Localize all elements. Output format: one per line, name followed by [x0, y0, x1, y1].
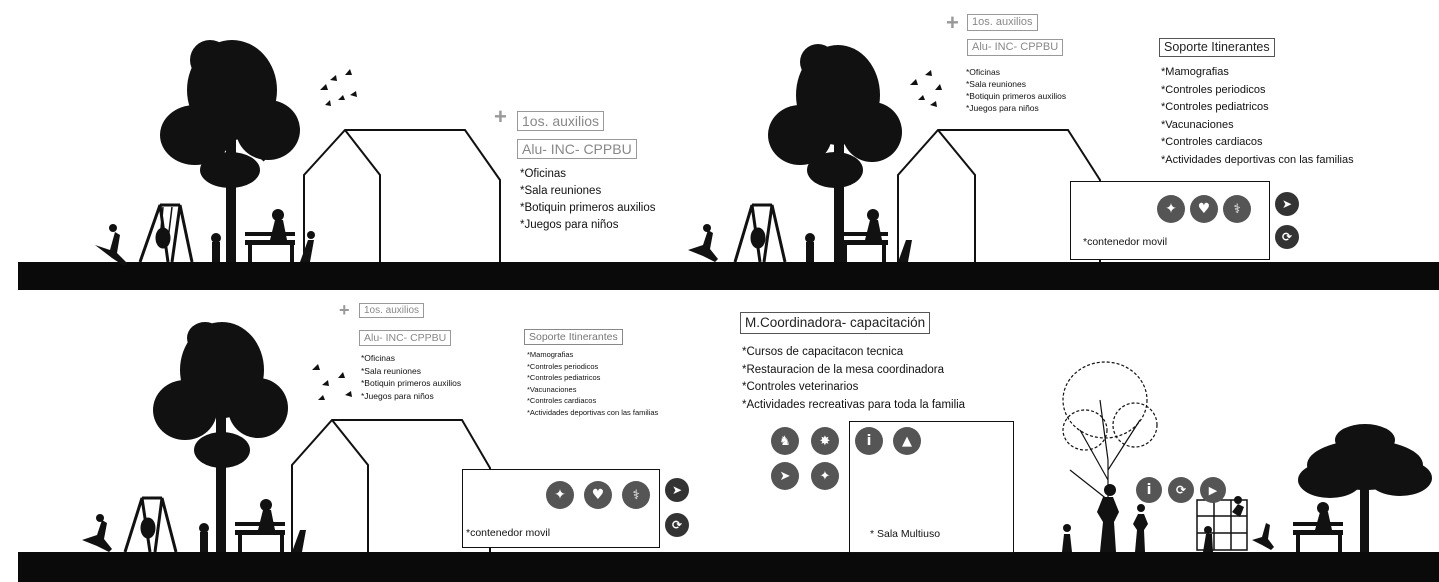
container-label: *contenedor movil — [466, 527, 551, 539]
swing-set — [733, 203, 787, 263]
play-icon: ▶ — [1200, 477, 1226, 503]
tree-silhouette — [153, 322, 288, 552]
scene1-title-alu: Alu- INC- CPPBU — [517, 139, 637, 159]
plus-icon: + — [494, 104, 507, 129]
dog-icon: ✸ — [811, 427, 839, 455]
walk-icon: ➤ — [771, 462, 799, 490]
bike-icon: ⟳ — [665, 513, 689, 537]
run-icon: ✦ — [1157, 195, 1185, 223]
list-item: *Juegos para niños — [966, 103, 1039, 113]
stethoscope-icon: ⚕ — [622, 481, 650, 509]
run-icon: ✦ — [546, 481, 574, 509]
list-item: *Actividades recreativas para toda la fa… — [742, 398, 966, 411]
list-item: *Sala reuniones — [520, 185, 602, 197]
house-outline — [303, 129, 501, 262]
ground-bottom — [18, 552, 1439, 582]
scene3-title-auxilios: 1os. auxilios — [359, 303, 425, 318]
cycle-icon: ⟳ — [1168, 477, 1194, 503]
house-outline — [291, 419, 491, 552]
list-item: *Oficinas — [361, 353, 396, 363]
list-item: *Cursos de capacitacon tecnica — [742, 346, 904, 358]
list-item: *Actividades deportivas con las familias — [527, 407, 659, 417]
scene1-list: *Oficinas *Sala reuniones *Botiquin prim… — [520, 166, 656, 234]
list-item: *Oficinas — [520, 168, 567, 180]
list-item: *Botiquin primeros auxilios — [361, 378, 462, 388]
plus-icon: + — [946, 10, 959, 35]
climbing-frame — [1196, 499, 1248, 551]
sala-multiuso-label: * Sala Multiuso — [870, 528, 941, 540]
list-item: *Controles veterinarios — [742, 381, 859, 393]
scene3-list: *Oficinas *Sala reuniones *Botiquin prim… — [361, 352, 461, 402]
list-item: *Mamografias — [1161, 66, 1229, 78]
list-item: *Controles cardiacos — [1161, 136, 1263, 148]
flame-icon: ▲ — [893, 427, 921, 455]
birds — [312, 364, 352, 400]
walk-icon: ➤ — [1275, 192, 1299, 216]
list-item: *Restauracion de la mesa coordinadora — [742, 363, 945, 376]
stethoscope-icon: ⚕ — [1223, 195, 1251, 223]
container-label: *contenedor movil — [1083, 236, 1168, 248]
scene1-title-auxilios: 1os. auxilios — [517, 111, 605, 131]
list-item: *Sala reuniones — [966, 79, 1027, 89]
birds — [910, 70, 942, 107]
list-item: *Actividades deportivas con las familias — [1161, 153, 1354, 166]
list-item: *Vacunaciones — [1161, 118, 1234, 131]
horse-icon: ♞ — [771, 427, 799, 455]
scene2-list: *Oficinas *Sala reuniones *Botiquin prim… — [966, 66, 1066, 114]
list-item: *Sala reuniones — [361, 365, 422, 376]
scene4-title: M.Coordinadora- capacitación — [740, 312, 931, 334]
list-item: *Vacunaciones — [527, 384, 577, 394]
bike-icon: ⟳ — [1275, 225, 1299, 249]
scene2-soporte-title: Soporte Itinerantes — [1159, 38, 1275, 57]
scene2-title-auxilios: 1os. auxilios — [967, 14, 1038, 31]
kid-figure — [95, 224, 127, 266]
scene2-soporte-list: *Mamografias *Controles periodicos *Cont… — [1161, 64, 1354, 169]
plus-icon: + — [339, 300, 350, 320]
scene3-soporte-title: Soporte Itinerantes — [524, 329, 623, 345]
list-item: *Botiquin primeros auxilios — [520, 202, 656, 214]
list-item: *Botiquin primeros auxilios — [966, 91, 1067, 101]
list-item: *Juegos para niños — [520, 219, 619, 231]
run-icon: ✦ — [811, 462, 839, 490]
list-item: *Controles pediatricos — [1161, 101, 1269, 113]
tree-silhouette — [160, 40, 300, 262]
list-item: *Mamografias — [527, 350, 574, 359]
scene3-title-alu: Alu- INC- CPPBU — [359, 330, 452, 346]
swing-set — [138, 203, 194, 263]
list-item: *Controles pediatricos — [527, 373, 601, 382]
scene4-list: *Cursos de capacitacon tecnica *Restaura… — [742, 344, 965, 414]
list-item: *Controles periodicos — [1161, 83, 1266, 96]
info-icon: i — [1136, 477, 1162, 503]
list-item: *Oficinas — [966, 67, 1001, 77]
scene3-soporte-list: *Mamografias *Controles periodicos *Cont… — [527, 349, 658, 418]
birds — [320, 69, 357, 106]
ground-top — [18, 262, 1439, 290]
list-item: *Juegos para niños — [361, 390, 434, 401]
tree-silhouette — [768, 44, 902, 262]
list-item: *Controles periodicos — [527, 361, 599, 371]
tree-silhouette — [1298, 424, 1432, 552]
walk-icon: ➤ — [665, 478, 689, 502]
bench — [245, 209, 315, 262]
info-icon: i — [855, 427, 883, 455]
heart-icon: ♥ — [584, 481, 612, 509]
list-item: *Controles cardiacos — [527, 396, 597, 405]
heart-icon: ♥ — [1190, 195, 1218, 223]
scene2-title-alu: Alu- INC- CPPBU — [967, 39, 1064, 56]
swing-set — [123, 496, 178, 553]
